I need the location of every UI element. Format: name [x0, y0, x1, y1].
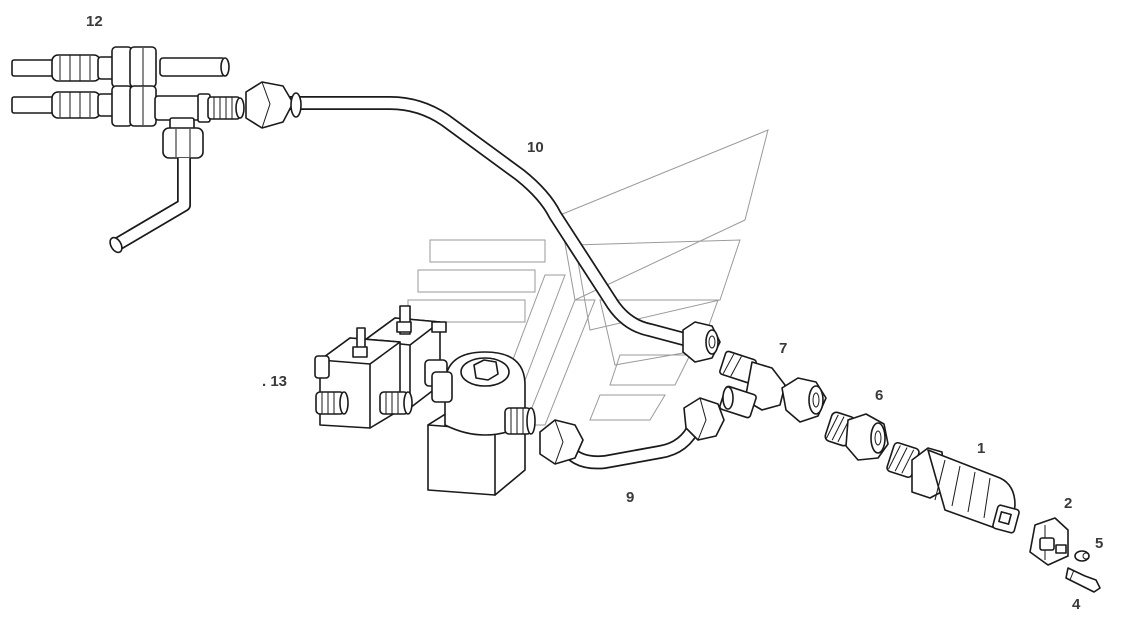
callout-6: 6: [875, 387, 883, 404]
tee-fitting-7: [719, 350, 827, 423]
callout-4: 4: [1072, 596, 1081, 613]
valve-block-13: [314, 305, 536, 496]
callout-5: 5: [1095, 535, 1103, 552]
plug-5: [1074, 550, 1090, 562]
pressure-switch-1: [886, 441, 1020, 534]
adapter-6: [824, 411, 889, 461]
pipe-10: [245, 81, 721, 363]
callout-7: 7: [779, 340, 787, 357]
callout-10: 10: [527, 139, 544, 156]
connector-2: [1029, 517, 1069, 566]
callout-2: 2: [1064, 495, 1072, 512]
terminal-4: [1065, 567, 1101, 593]
callout-12: 12: [86, 13, 103, 30]
callout-1: 1: [977, 440, 985, 457]
callout-13: . 13: [262, 373, 287, 390]
upper-left-fittings: [11, 46, 245, 254]
pipe-9: [539, 397, 725, 470]
callout-9: 9: [626, 489, 634, 506]
